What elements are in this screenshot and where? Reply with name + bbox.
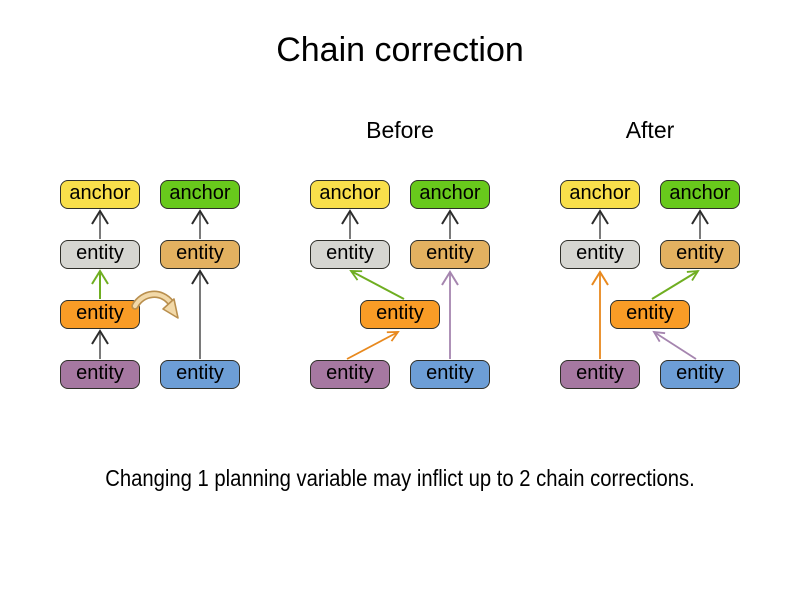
move-arrow-icon xyxy=(131,290,179,319)
after-right-anchor: anchor xyxy=(660,180,740,209)
caption: Changing 1 planning variable may inflict… xyxy=(105,465,695,491)
after-mid-entity-orange: entity xyxy=(610,300,690,329)
before-right-entity-tan: entity xyxy=(410,240,490,269)
arrow-after-orange-to-tan-green xyxy=(651,269,700,300)
arrow-before-purple-to-orange xyxy=(346,331,400,360)
before-left-entity-purple: entity xyxy=(310,360,390,389)
initial-left-entity-orange: entity xyxy=(60,300,140,329)
before-left-anchor: anchor xyxy=(310,180,390,209)
before-right-anchor: anchor xyxy=(410,180,490,209)
arrow-before-orange-to-gray-green xyxy=(349,270,405,300)
after-label: After xyxy=(625,117,675,143)
initial-left-entity-purple: entity xyxy=(60,360,140,389)
initial-right-entity-blue: entity xyxy=(160,360,240,389)
before-left-entity-gray: entity xyxy=(310,240,390,269)
initial-right-entity-tan: entity xyxy=(160,240,240,269)
before-label: Before xyxy=(366,117,434,143)
after-left-entity-purple: entity xyxy=(560,360,640,389)
after-right-entity-tan: entity xyxy=(660,240,740,269)
initial-left-anchor: anchor xyxy=(60,180,140,209)
after-left-anchor: anchor xyxy=(560,180,640,209)
before-mid-entity-orange: entity xyxy=(360,300,440,329)
after-right-entity-blue: entity xyxy=(660,360,740,389)
diagram-title: Chain correction xyxy=(276,31,524,69)
initial-left-entity-gray: entity xyxy=(60,240,140,269)
before-right-entity-blue: entity xyxy=(410,360,490,389)
after-left-entity-gray: entity xyxy=(560,240,640,269)
arrow-after-blue-to-orange-violet xyxy=(652,330,697,360)
initial-right-anchor: anchor xyxy=(160,180,240,209)
